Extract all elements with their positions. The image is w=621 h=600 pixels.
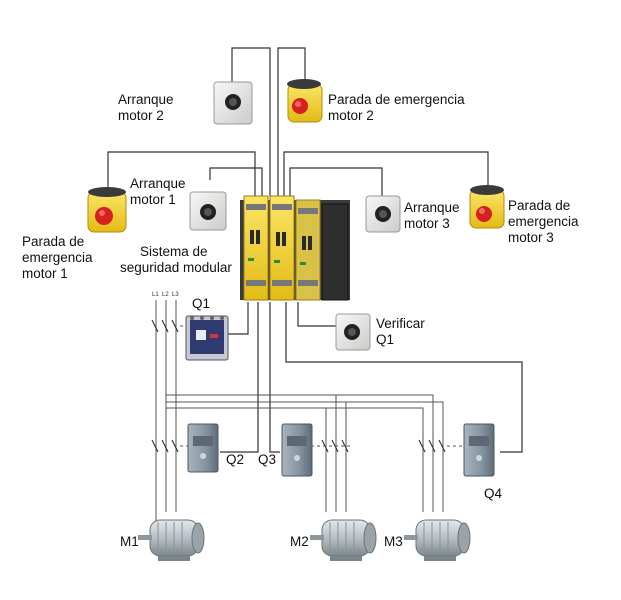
emergency-stop-motor-2: [287, 79, 323, 123]
emergency-stop-motor-3: [469, 185, 505, 229]
label-verify-q1: Verificar Q1: [376, 316, 425, 347]
label-q2: Q2: [226, 452, 245, 467]
control-wiring: [107, 47, 489, 198]
verify-q1-button: [335, 313, 371, 351]
phase-labels: L1 L2 L3: [152, 292, 179, 298]
phase-label-l1: L1: [152, 292, 159, 298]
motor-starter-q2: [187, 423, 219, 473]
label-q1: Q1: [192, 296, 211, 311]
motor-m2: [310, 519, 377, 561]
label-m2: M2: [290, 534, 309, 549]
emergency-stop-motor-1: [87, 187, 127, 233]
motor-starter-q3: [281, 423, 313, 477]
label-start-motor-1: Arranque motor 1: [130, 176, 186, 207]
label-estop-motor-3: Parada de emergencia motor 3: [508, 198, 579, 245]
label-start-motor-3: Arranque motor 3: [404, 200, 460, 231]
motor-m3: [404, 519, 471, 561]
label-m1: M1: [120, 534, 139, 549]
start-button-motor-1: [189, 191, 227, 231]
label-modular-safety-system: Sistema de seguridad modular: [120, 244, 232, 275]
modular-safety-system: [240, 195, 350, 301]
label-m3: M3: [384, 534, 403, 549]
phase-label-l2: L2: [162, 292, 169, 298]
label-estop-motor-2: Parada de emergencia motor 2: [328, 92, 465, 123]
power-wiring: [155, 300, 444, 522]
start-button-motor-3: [365, 195, 401, 233]
label-q4: Q4: [484, 486, 503, 501]
contactor-q1: [185, 315, 229, 361]
motor-starter-q4: [463, 423, 495, 477]
label-q3: Q3: [258, 452, 277, 467]
module-output-wiring: [220, 302, 523, 453]
phase-label-l3: L3: [172, 292, 179, 298]
switch-marks: [151, 319, 446, 453]
start-button-motor-2: [213, 81, 253, 125]
label-start-motor-2: Arranque motor 2: [118, 92, 174, 123]
motor-m1: [138, 519, 205, 561]
label-estop-motor-1: Parada de emergencia motor 1: [22, 234, 93, 281]
